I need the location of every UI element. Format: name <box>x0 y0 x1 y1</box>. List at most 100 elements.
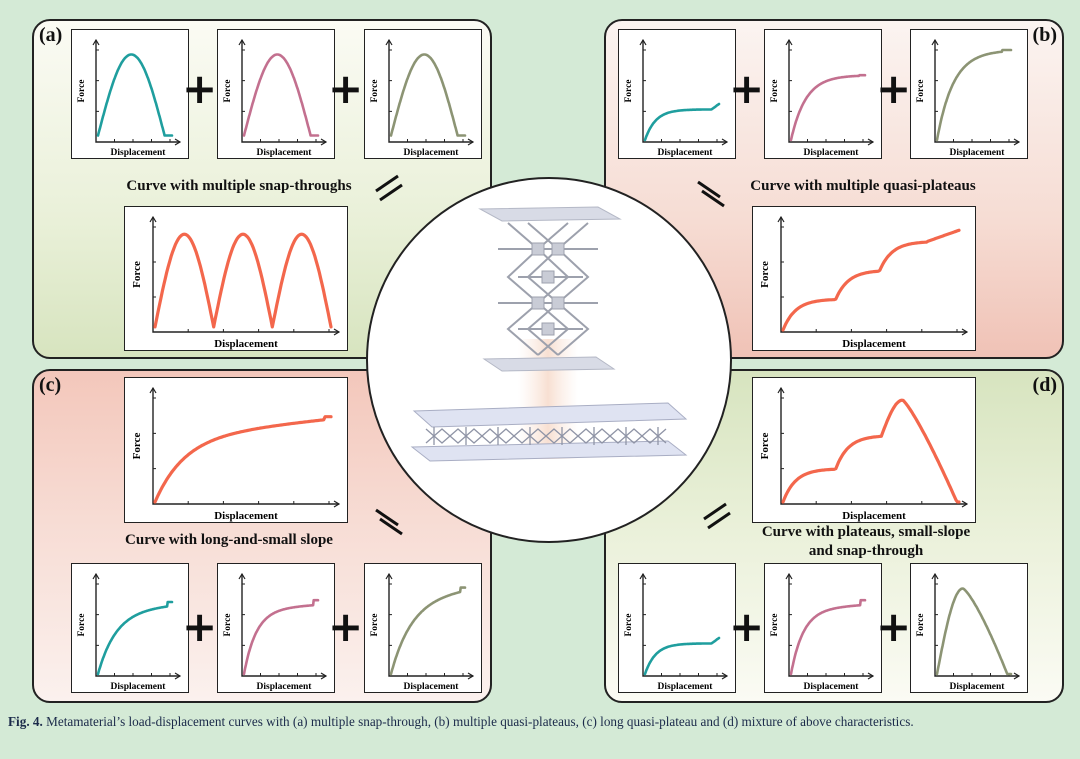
axes <box>152 217 339 333</box>
x-axis-label: Displacement <box>111 682 167 692</box>
x-axis-label: Displacement <box>842 510 906 522</box>
curve-svg: Displacement Force <box>916 572 1021 692</box>
equals-sign <box>703 502 731 530</box>
x-axis-label: Displacement <box>404 148 460 158</box>
axis-arrows <box>931 38 1021 146</box>
axis-arrows <box>238 38 328 146</box>
axis-arrows <box>385 572 475 680</box>
y-axis-label: Force <box>370 79 380 102</box>
axes <box>241 40 326 143</box>
axes <box>780 217 967 333</box>
plus-operator: + <box>876 64 912 113</box>
axis-arrows <box>785 572 875 680</box>
curve-svg: Displacement Force <box>916 38 1021 158</box>
y-axis-label: Force <box>770 79 780 102</box>
load-displacement-curve <box>935 48 1013 142</box>
axis-arrows <box>149 215 341 336</box>
axis-arrows <box>385 38 475 146</box>
load-displacement-curve <box>643 102 721 142</box>
y-axis-label: Force <box>223 613 233 636</box>
axis-ticks <box>242 49 317 142</box>
plus-operator: + <box>182 64 218 113</box>
axis-ticks <box>389 583 464 676</box>
plus-operator: + <box>729 602 765 651</box>
plot-a-1: Displacement Force <box>71 29 189 159</box>
axis-arrows <box>639 572 729 680</box>
axis-ticks <box>935 49 1010 142</box>
x-axis-label: Displacement <box>214 510 278 522</box>
axis-arrows <box>238 572 328 680</box>
axes <box>95 40 180 143</box>
axes <box>388 40 473 143</box>
plot-b-3: Displacement Force <box>910 29 1028 159</box>
panel-b-title: Curve with multiple quasi-plateaus <box>750 178 976 194</box>
plus-operator: + <box>876 602 912 651</box>
load-displacement-curve <box>242 598 320 676</box>
load-displacement-curve <box>389 586 467 676</box>
axes <box>241 574 326 677</box>
panel-a-title: Curve with multiple snap-throughs <box>126 178 352 194</box>
axis-ticks <box>389 49 464 142</box>
plus-operator: + <box>182 602 218 651</box>
load-displacement-curve <box>96 600 174 676</box>
axes <box>780 388 967 505</box>
equals-sign <box>697 180 725 208</box>
metamaterial-illustration <box>366 177 732 543</box>
y-axis-label: Force <box>624 79 634 102</box>
y-axis-label: Force <box>370 613 380 636</box>
plus-operator: + <box>729 64 765 113</box>
axis-ticks <box>242 583 317 676</box>
figure-caption: Fig. 4. Metamaterial’s load-displacement… <box>8 712 1070 731</box>
axis-ticks <box>153 226 330 332</box>
load-displacement-curve <box>153 415 333 504</box>
panel-d-title-line1: Curve with plateaus, small-slope <box>761 524 971 540</box>
axis-arrows <box>931 572 1021 680</box>
axes <box>95 574 180 677</box>
y-axis-label: Force <box>916 613 926 636</box>
axis-ticks <box>643 583 718 676</box>
panel-c-label: (c) <box>39 374 62 396</box>
plot-d-result: Displacement Force <box>752 377 976 523</box>
axes <box>642 574 727 677</box>
plot-c-result: Displacement Force <box>124 377 348 523</box>
axes <box>788 574 873 677</box>
panel-a-label: (a) <box>39 24 63 46</box>
plus-operator: + <box>328 602 364 651</box>
equals-sign <box>375 508 403 536</box>
x-axis-label: Displacement <box>111 148 167 158</box>
axes <box>152 388 339 505</box>
curve-svg: Displacement Force <box>131 386 341 522</box>
axis-arrows <box>149 386 341 508</box>
y-axis-label: Force <box>624 613 634 636</box>
y-axis-label: Force <box>131 433 143 460</box>
y-axis-label: Force <box>77 79 87 102</box>
axes <box>934 40 1019 143</box>
plus-operator: + <box>328 64 364 113</box>
x-axis-label: Displacement <box>950 148 1006 158</box>
panel-c-title: Curve with long-and-small slope <box>125 532 333 548</box>
x-axis-label: Displacement <box>257 148 313 158</box>
panel-a: (a) Displacement Force + Displacement Forc… <box>32 19 492 359</box>
y-axis-label: Force <box>916 79 926 102</box>
y-axis-label: Force <box>759 261 771 288</box>
y-axis-label: Force <box>770 613 780 636</box>
load-displacement-curve <box>242 53 320 137</box>
axis-ticks <box>643 49 718 142</box>
axis-arrows <box>785 38 875 146</box>
x-axis-label: Displacement <box>950 682 1006 692</box>
y-axis-label: Force <box>759 433 771 460</box>
axis-arrows <box>777 215 969 336</box>
